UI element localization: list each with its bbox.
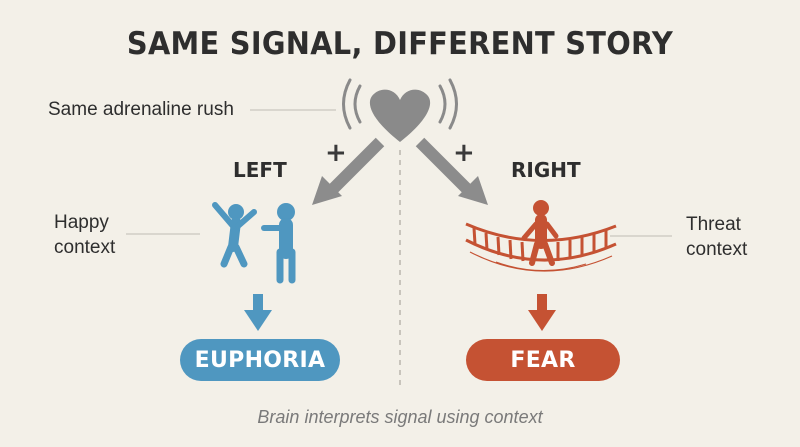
left-plus-sign: + — [325, 138, 347, 168]
person-on-rope-bridge-icon — [465, 200, 617, 272]
left-arrow-icon — [312, 137, 385, 205]
euphoria-outcome-badge: EUPHORIA — [180, 339, 340, 381]
happy-context-line-1: Happy — [54, 212, 109, 233]
left-heading: LEFT — [233, 158, 287, 182]
fear-outcome-badge: FEAR — [466, 339, 620, 381]
diagram-title: SAME SIGNAL, DIFFERENT STORY — [126, 26, 674, 62]
signal-label: Same adrenaline rush — [48, 99, 234, 120]
pulsing-heart-icon — [342, 78, 458, 142]
threat-context-line-1: Threat — [686, 214, 741, 235]
right-plus-sign: + — [453, 138, 475, 168]
threat-context-label: Threat context — [686, 212, 747, 262]
threat-context-line-2: context — [686, 239, 748, 260]
euphoria-down-arrow-icon — [244, 294, 272, 331]
right-arrow-icon — [415, 137, 488, 205]
happy-context-line-2: context — [54, 237, 116, 258]
right-heading: RIGHT — [511, 158, 581, 182]
fear-down-arrow-icon — [528, 294, 556, 331]
diagram-caption: Brain interprets signal using context — [257, 407, 543, 427]
happy-context-label: Happy context — [54, 210, 115, 260]
happy-people-icon — [212, 202, 296, 284]
